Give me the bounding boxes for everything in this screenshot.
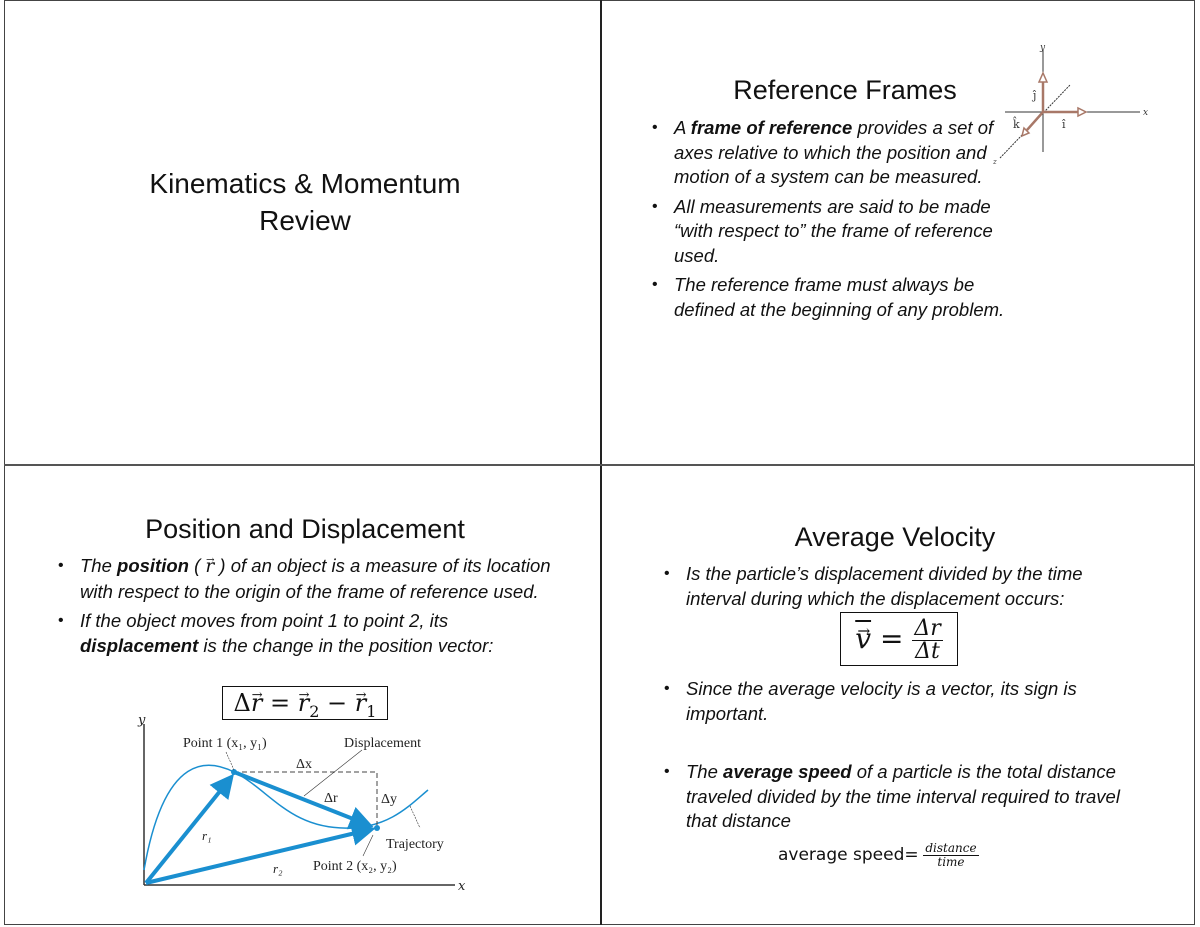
displacement-diagram: y x Point 1 (x₁, y₁) Displacement Δx Δr … <box>130 710 480 905</box>
unit-j-label: ĵ <box>1031 89 1037 102</box>
unit-k-label: k̂ <box>1013 117 1020 131</box>
horizontal-divider <box>4 464 1195 466</box>
r1-label: r₁ <box>202 828 212 843</box>
displacement-equation: Δr = r2 − r1 <box>222 686 388 721</box>
point-1-label: Point 1 (x₁, y₁) <box>183 736 267 751</box>
slide-title: Average Velocity <box>794 522 996 552</box>
title-line-2: Review <box>259 205 351 236</box>
slide-title: Reference Frames <box>733 75 957 105</box>
delta-y-label: Δy <box>381 792 397 807</box>
bullet-list-2: Since the average velocity is a vector, … <box>664 677 1144 731</box>
x-axis-label: x <box>458 879 466 894</box>
slide-title: Position and Displacement <box>145 514 465 544</box>
delta-x-label: Δx <box>296 757 312 772</box>
x-axis-label: x <box>1143 108 1148 118</box>
position-vector-symbol: r <box>205 555 214 580</box>
displacement-label: Displacement <box>344 736 421 751</box>
unit-i-label: î <box>1062 118 1066 131</box>
coordinate-axes-figure: y x z ĵ î k̂ <box>990 40 1160 175</box>
bullet-item: Is the particle’s displacement divided b… <box>664 562 1144 611</box>
y-axis-label: y <box>137 713 146 728</box>
title-line-1: Kinematics & Momentum <box>149 168 461 199</box>
presentation-title: Kinematics & Momentum Review <box>50 165 560 239</box>
bullet-item: All measurements are said to be made “wi… <box>652 195 1012 269</box>
bullet-item: If the object moves from point 1 to poin… <box>58 609 558 658</box>
bullet-list-1: Is the particle’s displacement divided b… <box>664 562 1144 616</box>
bullet-item: Since the average velocity is a vector, … <box>664 677 1144 726</box>
average-speed-equation: average speed= distance time <box>778 841 979 870</box>
bullet-list: The position ( r ) of an object is a mea… <box>58 554 558 663</box>
trajectory-label: Trajectory <box>386 837 444 852</box>
velocity-equation: v = Δr Δt <box>840 612 958 666</box>
y-axis-label: y <box>1039 43 1046 53</box>
point-2-label: Point 2 (x₂, y₂) <box>313 859 397 874</box>
vertical-divider <box>600 0 602 925</box>
bullet-item: The position ( r ) of an object is a mea… <box>58 554 558 604</box>
bullet-item: The reference frame must always be defin… <box>652 273 1012 322</box>
bullet-item: A frame of reference provides a set of a… <box>652 116 1012 190</box>
bullet-list-3: The average speed of a particle is the t… <box>664 760 1144 839</box>
bullet-item: The average speed of a particle is the t… <box>664 760 1144 834</box>
delta-r-label: Δr <box>324 791 338 806</box>
bullet-list: A frame of reference provides a set of a… <box>652 116 1012 327</box>
r2-label: r₂ <box>273 861 283 876</box>
handout-page <box>4 0 1195 925</box>
